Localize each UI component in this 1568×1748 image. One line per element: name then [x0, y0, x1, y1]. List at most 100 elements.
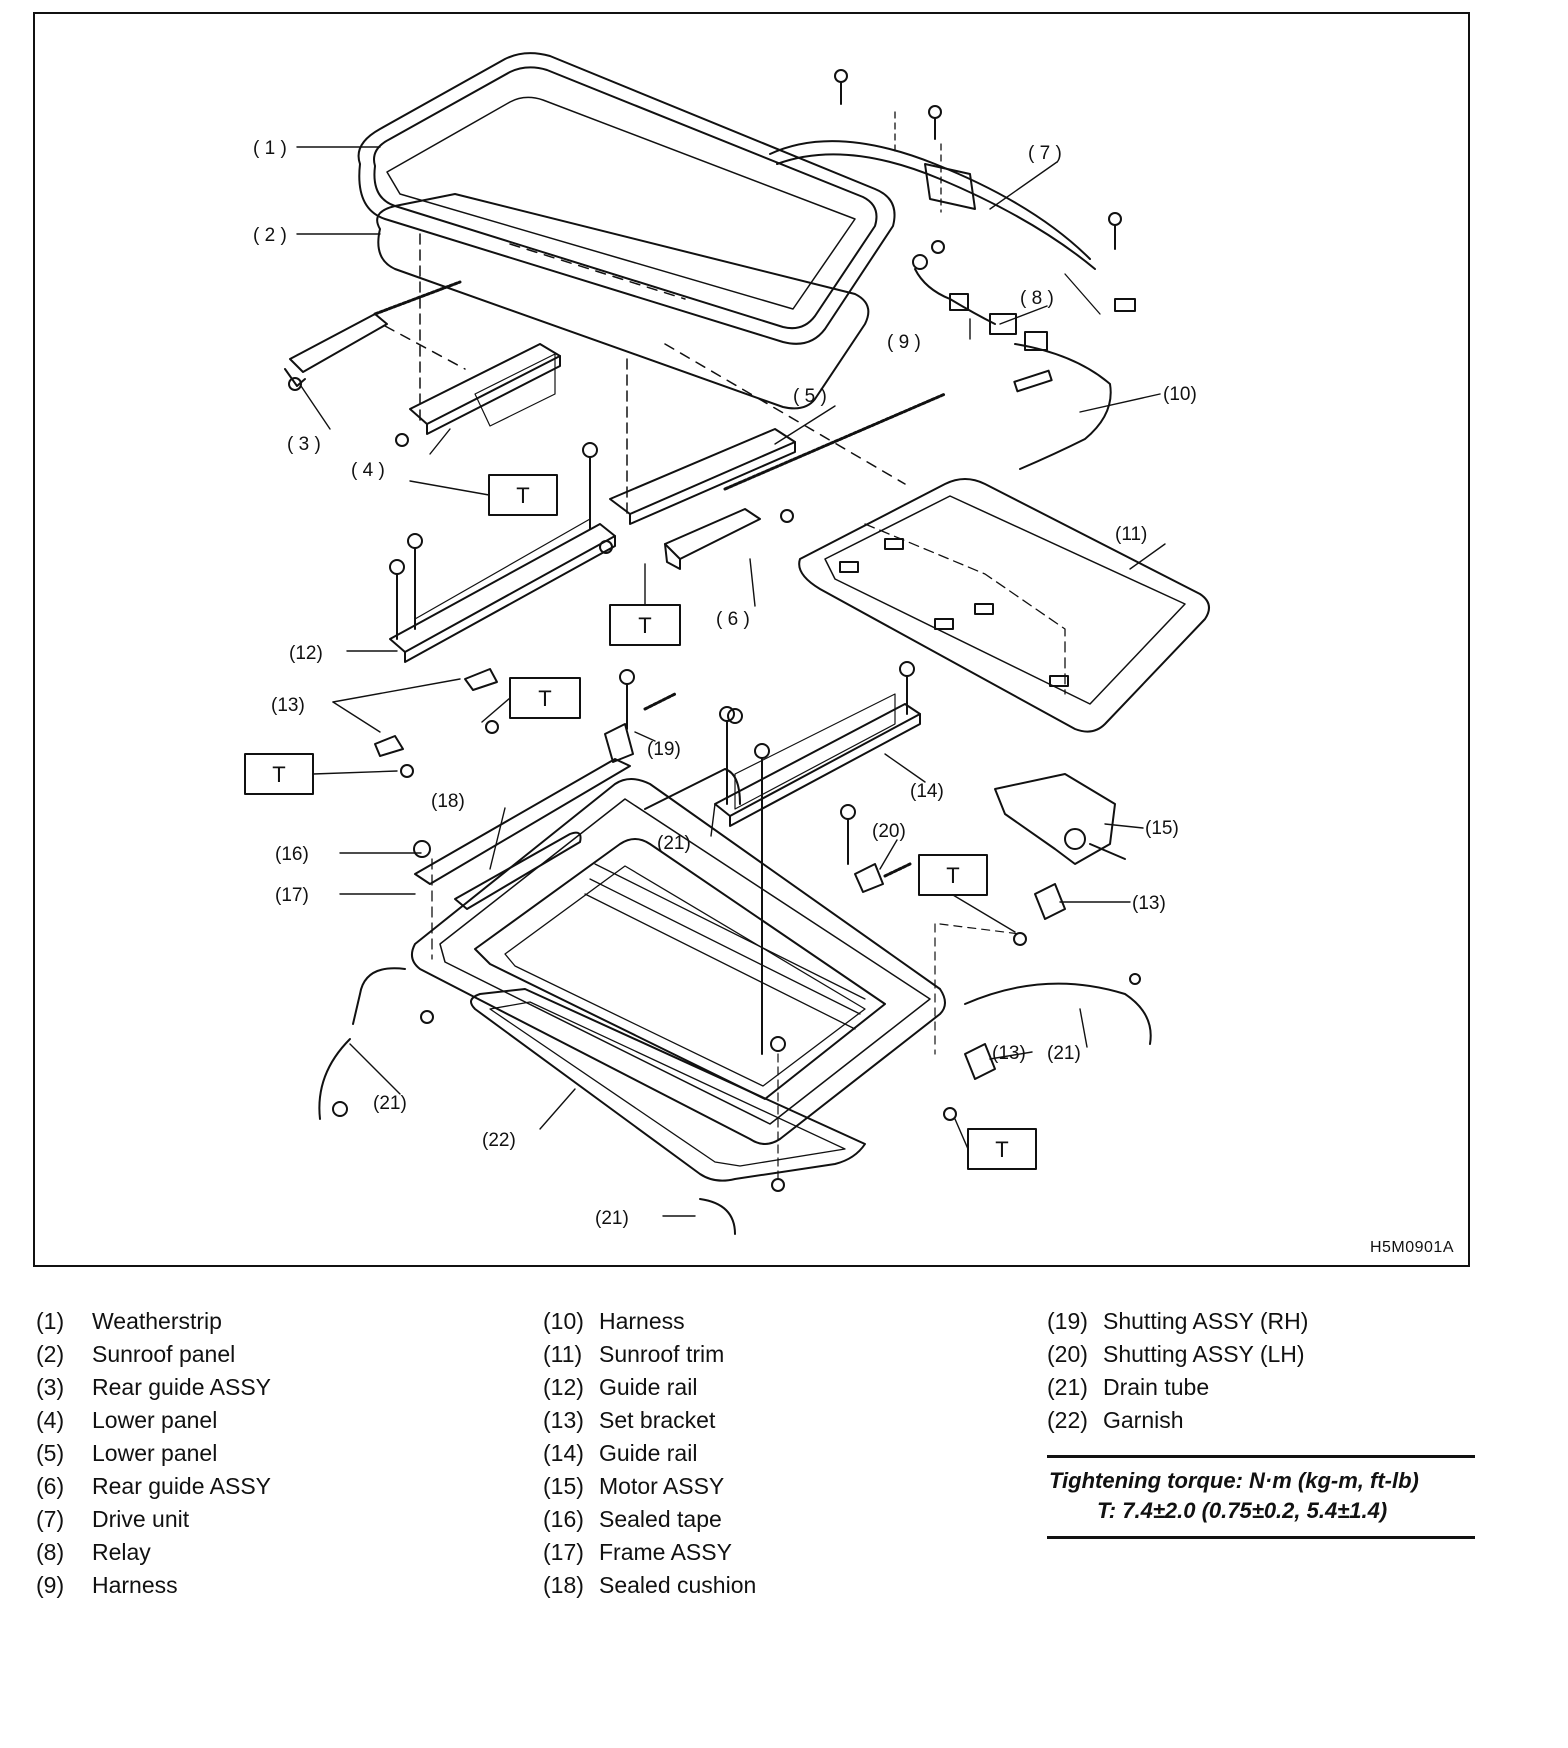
guide-rail-left-part [389, 442, 616, 663]
legend-column-2: (10)Harness(11)Sunroof trim(12)Guide rai… [543, 1305, 756, 1602]
legend-column-3: (19) Shutting ASSY (RH) (20)Shutting ASSY … [1047, 1305, 1308, 1437]
legend-item-name: Drive unit [92, 1506, 190, 1532]
legend-item-name: Rear guide ASSY [92, 1473, 272, 1499]
legend-item-name: Rear guide ASSY [92, 1374, 272, 1400]
legend-item-name: Harness [599, 1308, 685, 1334]
callout-21b: (21) [1047, 1043, 1081, 1064]
frame-assy-part [410, 758, 946, 1145]
sunroof-trim-part [798, 478, 1210, 733]
legend-item: (3)Rear guide ASSY [36, 1371, 271, 1404]
set-bracket-lower-part [934, 883, 1066, 1121]
legend-item-number: (2) [36, 1341, 65, 1367]
callout-4: ( 4 ) [351, 460, 385, 481]
legend-item: (17)Frame ASSY [543, 1536, 756, 1569]
callout-6: ( 6 ) [716, 609, 750, 630]
torque-box-5: T [918, 854, 1016, 933]
callout-5: ( 5 ) [793, 386, 827, 407]
callout-11: (11) [1115, 524, 1147, 545]
torque-box-2: T [609, 563, 681, 646]
legend-item-name: Lower panel [92, 1407, 218, 1433]
lower-panel-left-part [395, 233, 561, 447]
legend-item-name: Sealed tape [599, 1506, 722, 1532]
torque-box-5-label: T [946, 863, 959, 888]
torque-box-3-label: T [538, 686, 551, 711]
legend-item-number: (4) [36, 1407, 65, 1433]
shutting-assy-rh-part [604, 669, 677, 763]
legend-item-number: (14) [543, 1440, 584, 1466]
rear-guide-assy-left-part [284, 280, 466, 391]
legend-item-name: Guide rail [599, 1374, 698, 1400]
callout-1: ( 1 ) [253, 138, 287, 159]
legend-item-number: (19) [1047, 1308, 1088, 1334]
sunroof-panel-part [376, 193, 906, 485]
relay-and-harness-part [912, 254, 1112, 470]
rear-guide-assy-right-part [664, 508, 794, 570]
legend-item: (22)Garnish [1047, 1404, 1308, 1437]
callout-15: (15) [1145, 818, 1179, 839]
torque-box-1-label: T [516, 483, 529, 508]
legend-item-number: (17) [543, 1539, 584, 1565]
legend-item: (7) Drive unit [36, 1503, 271, 1536]
legend-item-name: Guide rail [599, 1440, 698, 1466]
callout-12: (12) [289, 643, 323, 664]
callout-16: (16) [275, 844, 309, 865]
shutting-assy-lh-part [840, 804, 912, 893]
callout-9: ( 9 ) [887, 332, 921, 353]
garnish-part [470, 988, 866, 1182]
drive-cable-part [723, 392, 947, 491]
torque-value: T: 7.4±2.0 (0.75±0.2, 5.4±1.4) [1097, 1498, 1388, 1523]
leader-lines [296, 146, 1166, 1217]
legend-item-name: Drain tube [1103, 1374, 1210, 1400]
legend-item-name: Sunroof panel [92, 1341, 236, 1367]
legend-item: (20)Shutting ASSY (LH) [1047, 1338, 1308, 1371]
tightening-torque-box: Tightening torque: N·m (kg-m, ft-lb) T: … [1047, 1455, 1475, 1539]
torque-box-6-label: T [995, 1137, 1008, 1162]
torque-box-1: T [409, 474, 558, 516]
callout-7: ( 7 ) [1028, 143, 1062, 164]
legend-item: (18)Sealed cushion [543, 1569, 756, 1602]
callout-17: (17) [275, 885, 309, 906]
drain-tubes-part [318, 768, 1152, 1235]
legend-item-number: (12) [543, 1374, 584, 1400]
legend-item-name: Set bracket [599, 1407, 716, 1433]
legend-item-name: Shutting ASSY (LH) [1103, 1341, 1305, 1367]
legend-item-number: (5) [36, 1440, 65, 1466]
callout-22: (22) [482, 1130, 516, 1151]
legend-item-name: Motor ASSY [599, 1473, 725, 1499]
callout-10: (10) [1163, 384, 1197, 405]
legend-item-name: Shutting ASSY (RH) [1103, 1308, 1309, 1334]
legend-item: (1)Weatherstrip [36, 1305, 271, 1338]
callout-20: (20) [872, 821, 906, 842]
legend-item-name: Lower panel [92, 1440, 218, 1466]
legend-item: (10) Harness [543, 1305, 756, 1338]
legend-item: (6)Rear guide ASSY [36, 1470, 271, 1503]
legend-item: (4) Lower panel [36, 1404, 271, 1437]
callout-13b: (13) [1132, 893, 1166, 914]
lower-panel-right-part [599, 358, 796, 554]
torque-box-3: T [481, 677, 581, 723]
callout-2: ( 2 ) [253, 225, 287, 246]
legend-item: (15) Motor ASSY [543, 1470, 756, 1503]
weatherstrip-part [357, 52, 896, 345]
legend-item: (13)Set bracket [543, 1404, 756, 1437]
legend-item: (12) Guide rail [543, 1371, 756, 1404]
legend-item: (9)Harness [36, 1569, 271, 1602]
callout-21c: (21) [373, 1093, 407, 1114]
callout-18: (18) [431, 791, 465, 812]
torque-box-2-label: T [638, 613, 651, 638]
legend-item: (2) Sunroof panel [36, 1338, 271, 1371]
legend-column-1: (1)Weatherstrip (2) Sunroof panel (3)Rear g… [36, 1305, 271, 1602]
legend-item-name: Sealed cushion [599, 1572, 757, 1598]
callout-13a: (13) [271, 695, 305, 716]
torque-box-4-label: T [272, 762, 285, 787]
callout-3: ( 3 ) [287, 434, 321, 455]
motor-assy-part [994, 773, 1126, 865]
legend-item-number: (10) [543, 1308, 584, 1334]
legend-item-number: (8) [36, 1539, 65, 1565]
legend-item: (16)Sealed tape [543, 1503, 756, 1536]
legend-item-number: (15) [543, 1473, 584, 1499]
legend-item-number: (7) [36, 1506, 65, 1532]
legend-item-name: Sunroof trim [599, 1341, 725, 1367]
torque-box-4: T [244, 753, 398, 795]
legend-item-name: Harness [92, 1572, 178, 1598]
